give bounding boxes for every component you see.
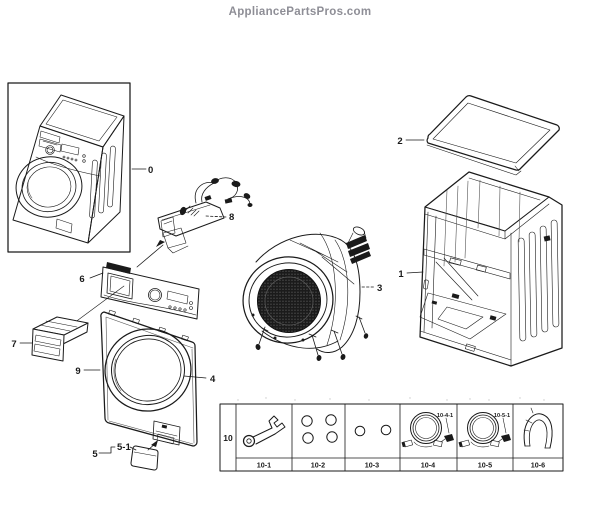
part-label-front-frame: 9 — [75, 366, 80, 377]
drain-hose-icon — [523, 407, 553, 449]
top-cover-illustration — [426, 95, 560, 176]
table-group-label: 10 — [223, 433, 233, 443]
part-label-door: 4 — [210, 374, 216, 385]
part-label-top-cover: 2 — [397, 136, 402, 147]
filter-cover-illustration — [130, 440, 159, 471]
part-label-cabinet-frame: 1 — [398, 269, 404, 280]
callout-line-8 — [205, 215, 227, 218]
part-label-filter-cover: 5-1 — [117, 442, 131, 453]
control-panel-illustration — [73, 262, 200, 324]
scan-dust — [237, 397, 545, 401]
part-label-noise-filter: 8 — [229, 212, 234, 223]
tub-assembly-illustration — [242, 226, 371, 361]
callout-line-4 — [183, 375, 207, 379]
dispenser-drawer-illustration — [31, 316, 89, 362]
two-cap-bolts-icon — [354, 424, 392, 437]
table-cell-label: 10-2 — [311, 461, 325, 470]
door-illustration — [104, 328, 192, 412]
part-label-dispenser-drawer: 7 — [11, 339, 16, 350]
four-cap-bolts-icon — [301, 414, 338, 444]
table-cell-label: 10-4 — [421, 461, 435, 470]
table-cell-label: 10-3 — [365, 461, 379, 470]
spanner-wrench-icon — [242, 415, 286, 448]
front-frame-illustration — [100, 309, 198, 447]
accessory-table: 10 10-1 10-2 10-3 — [219, 397, 564, 472]
full-assembly-illustration — [7, 82, 131, 253]
table-cell-label: 10-6 — [531, 461, 545, 470]
inlet-hose-icon — [458, 412, 511, 448]
callout-line-6 — [89, 272, 104, 279]
part-label-control-panel: 6 — [79, 274, 84, 285]
table-sub-label: 10-5-1 — [494, 413, 510, 419]
table-cell-label: 10-5 — [478, 461, 492, 470]
noise-filter-illustration — [136, 177, 253, 268]
site-name: AppliancePartsPros.com — [228, 6, 372, 18]
callout-line-5-1 — [129, 446, 137, 451]
table-cell-label: 10-1 — [257, 461, 271, 470]
part-label-filter-cover-group: 5 — [92, 449, 98, 460]
inlet-hose-icon — [401, 412, 454, 448]
part-label-full-assembly: 0 — [148, 165, 153, 176]
callout-line-1 — [406, 271, 424, 274]
callout-bracket-5 — [98, 446, 116, 454]
cabinet-frame-illustration — [419, 171, 563, 367]
part-label-tub-assembly: 3 — [377, 283, 382, 294]
table-sub-label: 10-4-1 — [437, 413, 453, 419]
